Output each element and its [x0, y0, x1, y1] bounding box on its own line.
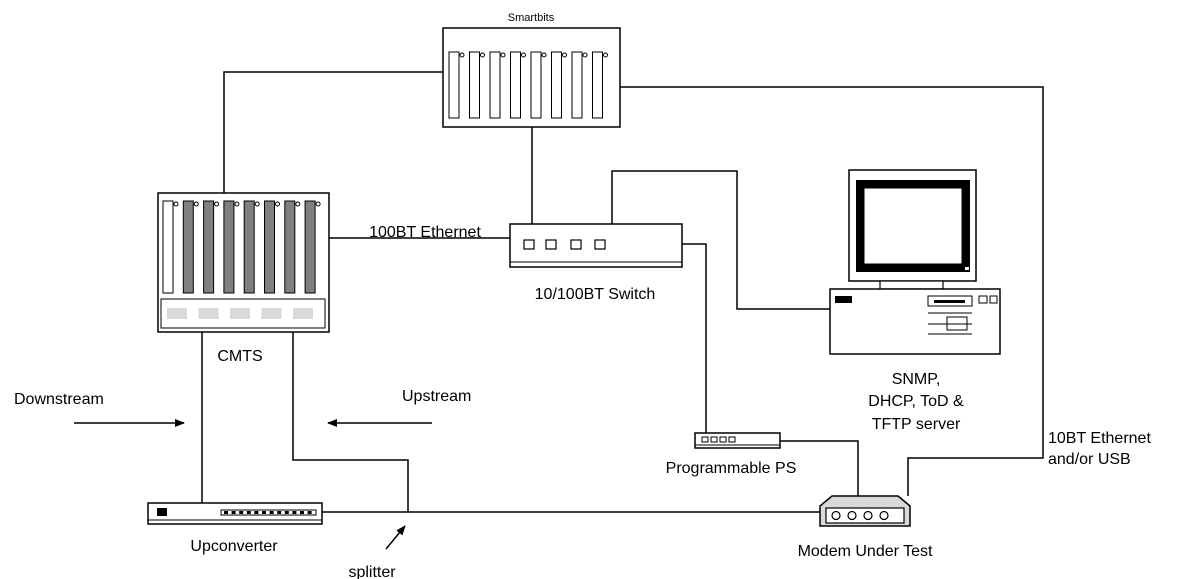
switch-device	[509, 223, 683, 268]
cmts-card-slot	[243, 200, 255, 294]
modem-label: Modem Under Test	[798, 543, 933, 560]
cmts-slot-screw	[234, 201, 240, 207]
switch-label: 10/100BT Switch	[535, 286, 656, 303]
server-computer-icon	[829, 169, 1001, 355]
upconverter-led	[262, 511, 266, 514]
smartbits-chassis	[442, 27, 621, 128]
smartbits-card-slot	[448, 51, 460, 119]
programmable-ps-label: Programmable PS	[666, 460, 797, 477]
cmts-panel-block	[293, 308, 313, 319]
smartbits-slot-screw	[582, 52, 588, 58]
smartbits-card-slot	[489, 51, 501, 119]
cmts-card-slot	[284, 200, 296, 294]
cmts-card-slot	[264, 200, 275, 294]
server-label-line2: DHCP, ToD &	[868, 393, 964, 410]
splitter-label: splitter	[348, 564, 396, 579]
cmts-panel-block	[230, 308, 250, 319]
upconverter-led	[277, 511, 282, 514]
upconverter-led	[284, 511, 289, 514]
smartbits-card-slot	[510, 51, 521, 119]
smartbits-slot-screw	[500, 52, 506, 58]
cmts-panel-block	[167, 308, 187, 319]
downstream-label: Downstream	[14, 391, 104, 408]
cmts-card-slot	[304, 200, 316, 294]
splitter-arrow-icon	[385, 525, 406, 550]
smartbits-card-slot	[571, 51, 583, 119]
cmts-card-slot	[182, 200, 194, 294]
cmts-panel-block	[198, 308, 219, 319]
ethernet-100bt-label: 100BT Ethernet	[369, 224, 481, 241]
smartbits-slot-screw	[541, 52, 547, 58]
upconverter-led	[300, 511, 304, 514]
cmts-panel-block	[261, 308, 282, 319]
smartbits-slot-screw	[459, 52, 465, 58]
cmts-card-slot	[223, 200, 235, 294]
upconverter-led	[307, 511, 312, 514]
cmts-slot-screw	[193, 201, 199, 207]
link-cmts-splitter	[292, 332, 409, 512]
upconverter-led	[231, 511, 236, 514]
upconverter-led	[239, 511, 244, 514]
cmts-slot-screw	[214, 201, 220, 207]
cmts-card-slot	[162, 200, 174, 294]
cmts-slot-screw	[254, 201, 260, 207]
server-label-line3: TFTP server	[872, 416, 961, 433]
smartbits-card-slot	[469, 51, 480, 119]
link-smartbits-modem	[620, 86, 1044, 496]
cmts-slot-screw	[173, 201, 179, 207]
upconverter-led	[246, 511, 251, 514]
cmts-label: CMTS	[217, 348, 262, 365]
programmable-ps-device	[694, 432, 781, 449]
upconverter-label: Upconverter	[190, 538, 278, 555]
upconverter-led	[292, 511, 297, 514]
cmts-slot-screw	[315, 201, 321, 207]
smartbits-slot-screw	[521, 52, 526, 58]
cmts-chassis	[157, 192, 330, 333]
upconverter-led	[254, 511, 259, 514]
link-cmts-smartbits	[223, 71, 443, 193]
smartbits-slot-screw	[603, 52, 608, 58]
ethernet-10bt-label-line1: 10BT Ethernet	[1048, 430, 1151, 447]
connection-lines	[201, 71, 1044, 513]
cmts-card-slot	[203, 200, 215, 294]
upconverter-led	[269, 511, 274, 514]
cmts-slot-screw	[275, 201, 280, 207]
server-label-line1: SNMP,	[892, 371, 941, 388]
ethernet-10bt-label-line2: and/or USB	[1048, 451, 1131, 468]
upconverter-device	[147, 502, 323, 525]
smartbits-card-slot	[551, 51, 562, 119]
link-ps-modem	[780, 440, 859, 496]
smartbits-slot-screw	[562, 52, 567, 58]
switch-ports	[523, 239, 606, 250]
smartbits-card-slot	[592, 51, 603, 119]
link-switch-server	[611, 170, 830, 310]
smartbits-label: Smartbits	[508, 12, 555, 24]
upstream-label: Upstream	[402, 388, 471, 405]
upconverter-led	[224, 511, 228, 514]
modem-device	[819, 495, 911, 527]
link-switch-ps	[682, 243, 707, 437]
smartbits-slot-screw	[480, 52, 485, 58]
smartbits-card-slot	[530, 51, 542, 119]
cmts-slot-screw	[295, 201, 301, 207]
